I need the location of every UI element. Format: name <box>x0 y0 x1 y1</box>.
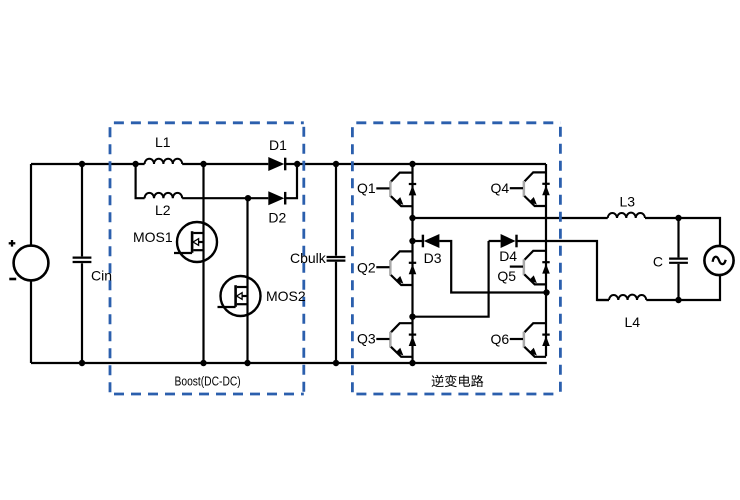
svg-text:Q3: Q3 <box>357 331 376 347</box>
svg-text:Cin: Cin <box>91 268 112 284</box>
svg-text:C: C <box>653 254 663 270</box>
svg-text:D4: D4 <box>499 248 517 264</box>
svg-text:Q6: Q6 <box>491 331 510 347</box>
svg-text:MOS1: MOS1 <box>133 229 173 245</box>
svg-text:D2: D2 <box>268 210 286 226</box>
svg-text:Cbulk: Cbulk <box>290 250 327 266</box>
svg-text:Q5: Q5 <box>497 268 516 284</box>
svg-text:Q4: Q4 <box>491 180 510 196</box>
svg-text:Boost(DC-DC): Boost(DC-DC) <box>175 374 241 389</box>
svg-text:D3: D3 <box>424 250 442 266</box>
svg-text:L3: L3 <box>620 194 636 210</box>
svg-text:L4: L4 <box>625 314 641 330</box>
svg-text:Q1: Q1 <box>357 180 376 196</box>
svg-text:D1: D1 <box>269 137 287 153</box>
svg-text:L1: L1 <box>155 134 171 150</box>
svg-text:L2: L2 <box>155 202 171 218</box>
svg-text:MOS2: MOS2 <box>266 288 306 304</box>
svg-text:Q2: Q2 <box>357 259 376 275</box>
